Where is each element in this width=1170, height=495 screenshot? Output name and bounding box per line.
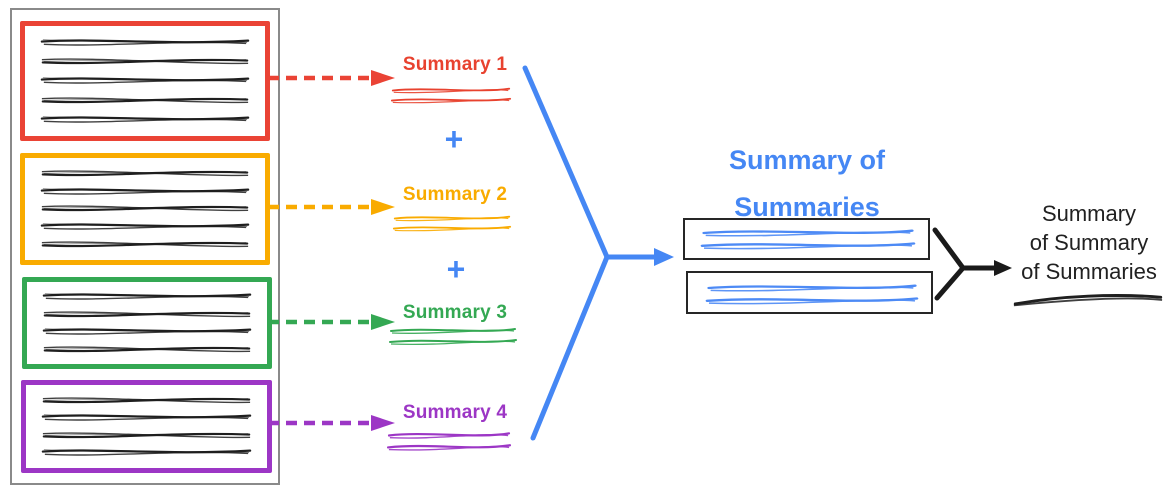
dashed-arrow-icon-4 — [268, 415, 395, 431]
dashed-arrow-icon-2 — [268, 199, 395, 215]
document-scribble-line — [40, 169, 250, 177]
heading-line-2: Summaries — [734, 192, 880, 222]
heading-line-1: Summary of — [728, 145, 886, 175]
summary-2-scribble — [392, 215, 512, 232]
summary-3-label: Summary 3 — [402, 302, 508, 323]
document-box-1 — [20, 21, 270, 141]
summary-3-scribble — [389, 328, 517, 346]
document-box-3 — [22, 277, 272, 369]
document-scribble-line — [42, 292, 252, 301]
document-scribble-line — [40, 240, 250, 248]
document-scribble-line — [40, 222, 250, 231]
document-scribble-line — [42, 327, 252, 336]
document-box-2 — [20, 153, 270, 265]
summary-1-label: Summary 1 — [402, 54, 508, 75]
summary-of-summaries-box-1 — [683, 218, 930, 260]
document-scribble-line — [40, 77, 250, 85]
document-scribble-line — [41, 448, 252, 457]
document-scribble-line — [41, 431, 252, 439]
document-scribble-line — [42, 345, 252, 353]
document-box-4 — [21, 380, 272, 473]
final-summary-line-1: Summary — [1041, 201, 1137, 226]
document-scribble-line — [41, 396, 252, 404]
plus-sign-1: + — [444, 121, 464, 157]
dashed-arrow-icon-1 — [268, 70, 395, 86]
blue-scribble — [705, 284, 919, 306]
document-scribble-line — [42, 310, 252, 318]
merge-arrow-black-icon — [932, 227, 1012, 301]
summary-4-scribble — [386, 432, 512, 452]
document-scribble-line — [40, 205, 250, 213]
document-scribble-line — [40, 38, 250, 47]
final-summary-line-3: of Summaries — [1021, 259, 1157, 284]
final-summary-scribble — [1012, 294, 1164, 307]
summary-4-label: Summary 4 — [402, 402, 508, 423]
source-documents-panel — [10, 8, 280, 485]
final-summary-line-2: of Summary — [1029, 230, 1149, 255]
document-scribble-line — [40, 115, 250, 123]
summary-of-summaries-heading: Summary of Summaries — [688, 137, 926, 231]
merge-arrow-blue-icon — [522, 65, 674, 441]
document-scribble-line — [41, 413, 252, 422]
document-scribble-line — [40, 96, 250, 104]
document-scribble-line — [40, 58, 250, 65]
dashed-arrow-icon-3 — [268, 314, 395, 330]
plus-sign-2: + — [446, 251, 466, 287]
summary-2-label: Summary 2 — [402, 184, 508, 205]
summary-1-scribble — [390, 87, 512, 104]
final-summary-label: Summary of Summary of Summaries — [1008, 199, 1170, 286]
blue-scribble — [700, 228, 916, 251]
document-scribble-line — [40, 187, 250, 195]
summary-of-summaries-box-2 — [686, 271, 933, 314]
